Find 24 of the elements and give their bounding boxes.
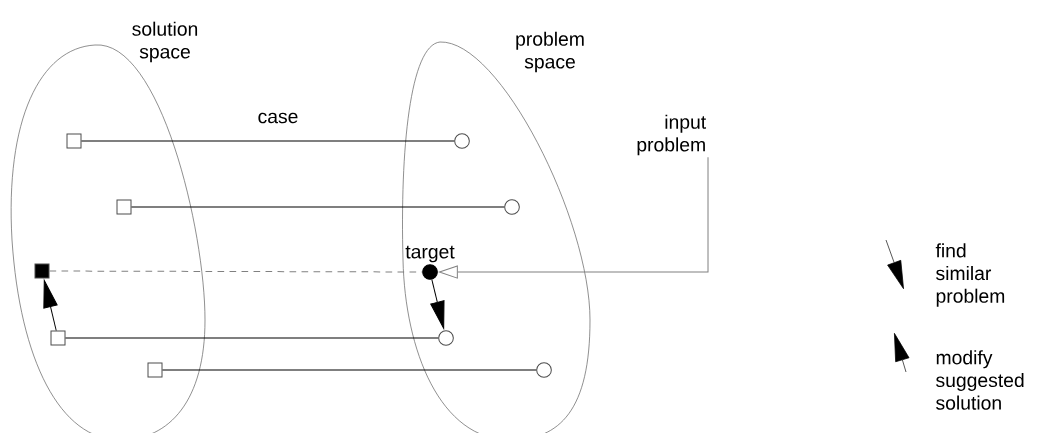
connector-line: [131, 206, 505, 208]
legend-text: modify suggested solution: [936, 350, 1024, 410]
arrow: [430, 279, 445, 329]
arrow: [43, 280, 58, 331]
node-label: solution: [132, 21, 198, 36]
edge-label: case: [256, 111, 300, 125]
solution-point: [34, 263, 50, 279]
problem-point: [454, 133, 470, 149]
input-label: input problem: [637, 114, 706, 156]
solution-point: [50, 330, 66, 346]
target-point: target: [405, 245, 455, 280]
connector-line: [81, 140, 455, 142]
arrow: [438, 156, 709, 279]
problem-point: [504, 199, 520, 215]
problem-point: [438, 330, 454, 346]
legend-text: find similar problem: [935, 243, 1005, 307]
solution-point: [66, 133, 82, 149]
solution-point: [147, 362, 163, 378]
connector-line: [162, 369, 537, 371]
connector-line: [49, 270, 423, 273]
solution-point: [116, 199, 132, 215]
connector-line: [65, 337, 439, 339]
node-label: target: [405, 245, 455, 263]
problem-point: [536, 362, 552, 378]
